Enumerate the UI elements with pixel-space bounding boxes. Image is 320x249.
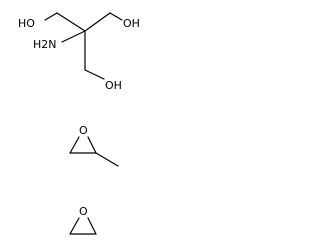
structure-canvas: HO OH H2N OH O O	[18, 12, 140, 235]
molecule-tris: HO OH H2N OH	[18, 12, 140, 92]
bond-ch2-oh-bottom	[84, 69, 105, 80]
bond-c1-o	[69, 217, 80, 235]
bond-c2-o	[87, 217, 97, 235]
bond-ch2-oh-right	[109, 12, 123, 21]
bond-c1-o	[69, 136, 80, 154]
atom-label-oh-bottom: OH	[105, 79, 122, 92]
atom-label-ring-oxygen: O	[79, 124, 88, 137]
atom-label-ho: HO	[18, 17, 35, 30]
molecule-oxirane: O	[69, 205, 97, 235]
bond-c2-methyl	[95, 152, 119, 167]
atom-label-oh-right: OH	[123, 17, 140, 30]
bond-c-nh2	[61, 30, 86, 43]
bond-c-ch2-right	[84, 12, 111, 32]
bond-ch2-oh-left	[44, 12, 58, 21]
molecule-methyloxirane: O	[69, 124, 119, 167]
atom-label-ring-oxygen: O	[79, 205, 88, 218]
chemical-structures: HO OH H2N OH O O	[18, 12, 140, 235]
atom-label-amino: H2N	[33, 38, 57, 51]
bond-c-ch2-left	[56, 12, 86, 32]
bond-c2-o	[87, 136, 97, 154]
